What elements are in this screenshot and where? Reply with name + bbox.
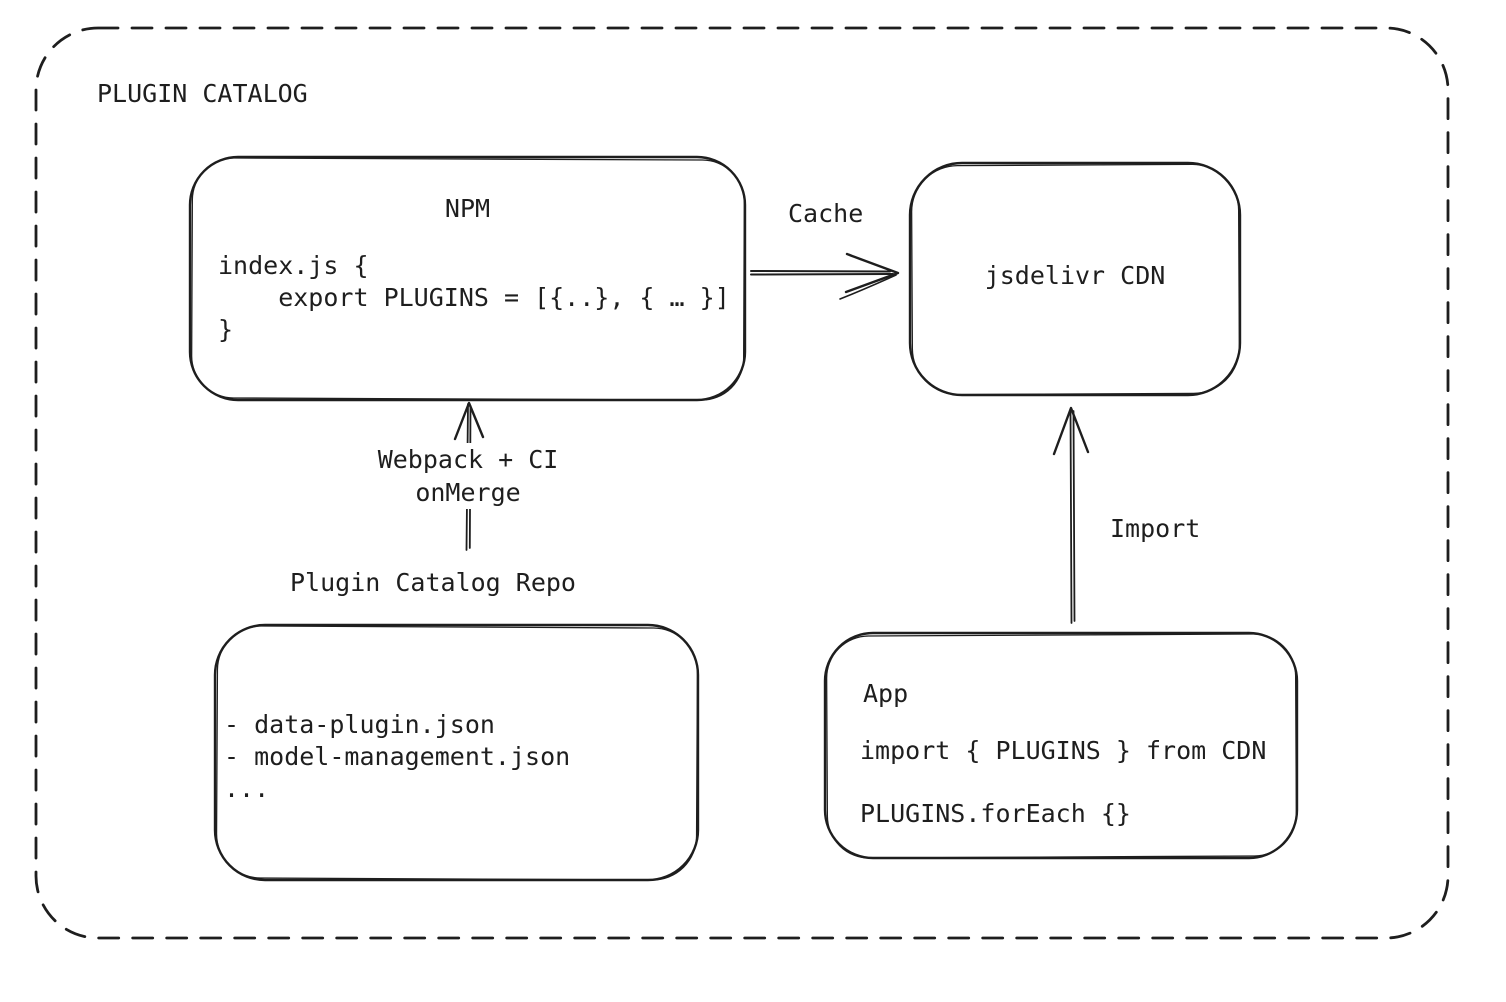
npm-code-line-3: } xyxy=(218,315,234,344)
import-arrow xyxy=(1052,406,1090,624)
repo-item-1: - data-plugin.json xyxy=(224,710,495,739)
cache-arrow xyxy=(750,252,900,300)
catalog-boundary-border xyxy=(34,26,1450,940)
app-box xyxy=(823,631,1299,860)
app-box-sketch-echo xyxy=(825,633,1298,859)
npm-box xyxy=(188,155,747,402)
repo-box-label: Plugin Catalog Repo xyxy=(290,568,576,597)
npm-code-line-1: index.js { xyxy=(218,251,369,280)
build-arrow-label: Webpack + CI onMerge xyxy=(348,443,588,509)
npm-box-sketch-echo xyxy=(191,157,745,401)
npm-code-line-2: export PLUGINS = [{..}, { … }] xyxy=(218,283,730,312)
app-code-line-1: import { PLUGINS } from CDN xyxy=(860,736,1267,765)
npm-box-title: NPM xyxy=(444,194,491,223)
cdn-box-sketch-echo xyxy=(910,163,1241,396)
plugin-catalog-title: PLUGIN CATALOG xyxy=(97,79,308,108)
repo-item-3: ... xyxy=(224,774,270,803)
import-arrow-label: Import xyxy=(1110,514,1201,543)
repo-box xyxy=(213,623,700,882)
app-box-title: App xyxy=(863,679,909,708)
cdn-box-label: jsdelivr CDN xyxy=(984,261,1166,290)
repo-item-2: - model-management.json xyxy=(224,742,571,771)
repo-box-sketch-echo xyxy=(215,625,699,881)
cache-arrow-label: Cache xyxy=(788,199,864,228)
cdn-box xyxy=(908,161,1242,397)
app-code-line-2: PLUGINS.forEach {} xyxy=(860,799,1131,828)
